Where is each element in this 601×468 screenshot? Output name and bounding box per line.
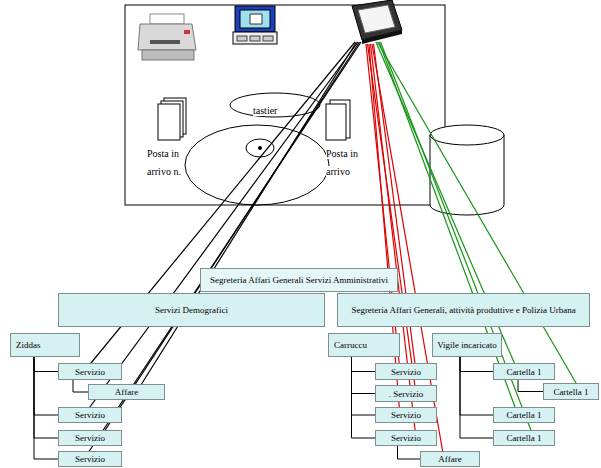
database-cylinder [430,125,504,215]
box-label: Segreteria Affari Generali Servizi Ammin… [210,275,388,285]
panel-label: tastier [253,100,293,118]
box-label: Cartella 1 [553,387,588,397]
box-label: Servizio [75,433,105,443]
tree-connector [518,380,543,392]
org-box: Segreteria Affari Generali, attività pro… [337,293,590,327]
box-label: Servizio [75,367,105,377]
org-box: Servizio [58,451,122,467]
tree-connector [352,357,376,394]
feed-line [379,42,518,415]
box-label: Vigile incaricato [437,340,497,350]
org-box: Carruccu [328,333,400,357]
keyboard-outline [230,93,320,117]
tree-connector [398,446,421,459]
org-box: Servizi Demografici [58,293,325,327]
scanner-icon [352,0,402,44]
panel-label: Posta in arrivo n. [147,143,195,179]
feed-lines [84,42,581,459]
box-label: Ziddas [16,340,41,350]
box-label: Servizio [391,367,421,377]
label-text: Posta in arrivo n. [147,148,181,177]
box-label: . Servizio [389,389,424,399]
tree-connector [460,357,493,438]
computer-icon [233,6,277,44]
mouse-dot [258,146,262,150]
org-box: Cartella 1 [543,383,599,400]
box-label: Affare [438,454,461,464]
feed-line [137,42,357,392]
org-box: Cartella 1 [493,430,555,446]
box-label: Servizi Demografici [155,305,228,315]
tree-connector [34,357,58,372]
feed-line [84,42,358,415]
org-box: Affare [88,384,165,400]
workstation-panel [125,5,445,205]
box-label: Servizio [75,454,105,464]
feed-line [372,44,444,459]
org-box: Servizio [58,407,122,423]
tree-connector [34,357,58,415]
tree-connector [34,357,58,438]
feed-line [369,44,400,415]
box-label: Servizio [391,410,421,420]
org-box: Segreteria Affari Generali Servizi Ammin… [200,268,398,292]
org-box: Servizio [375,407,437,423]
box-label: Servizio [75,410,105,420]
box-label: Cartella 1 [506,367,541,377]
document-icon [326,100,350,140]
box-label: Servizio [391,433,421,443]
org-box: Servizio [58,430,122,446]
tree-connector [73,380,88,392]
panel-label: Posta in arrivo [326,143,370,179]
tree-connector [352,357,376,415]
org-box: Servizio [375,363,437,380]
org-box: Cartella 1 [493,407,555,423]
tree-connector [352,357,376,438]
org-box: Ziddas [10,333,80,357]
box-label: Segreteria Affari Generali, attività pro… [351,305,575,315]
desk-outline [185,125,329,205]
tree-connector [34,357,58,459]
tree-connector [352,357,376,372]
document-icon [158,98,186,140]
tree-connector [460,357,493,415]
box-label: Carruccu [334,340,367,350]
box-label: Cartella 1 [506,433,541,443]
org-box: Affare [420,451,480,467]
box-label: Cartella 1 [506,410,541,420]
printer-icon [138,14,196,60]
org-box: Vigile incaricato [432,333,502,357]
org-box: Servizio [375,430,437,446]
org-box: Servizio [58,363,122,380]
feed-line [84,42,361,459]
label-text: tastier [253,105,277,116]
box-label: Affare [115,387,138,397]
tree-connector [460,357,493,372]
feed-line [378,42,582,392]
mouse-outline [246,139,274,157]
org-box: . Servizio [375,385,437,402]
label-text: Posta in arrivo [326,148,358,177]
org-box: Cartella 1 [493,363,555,380]
